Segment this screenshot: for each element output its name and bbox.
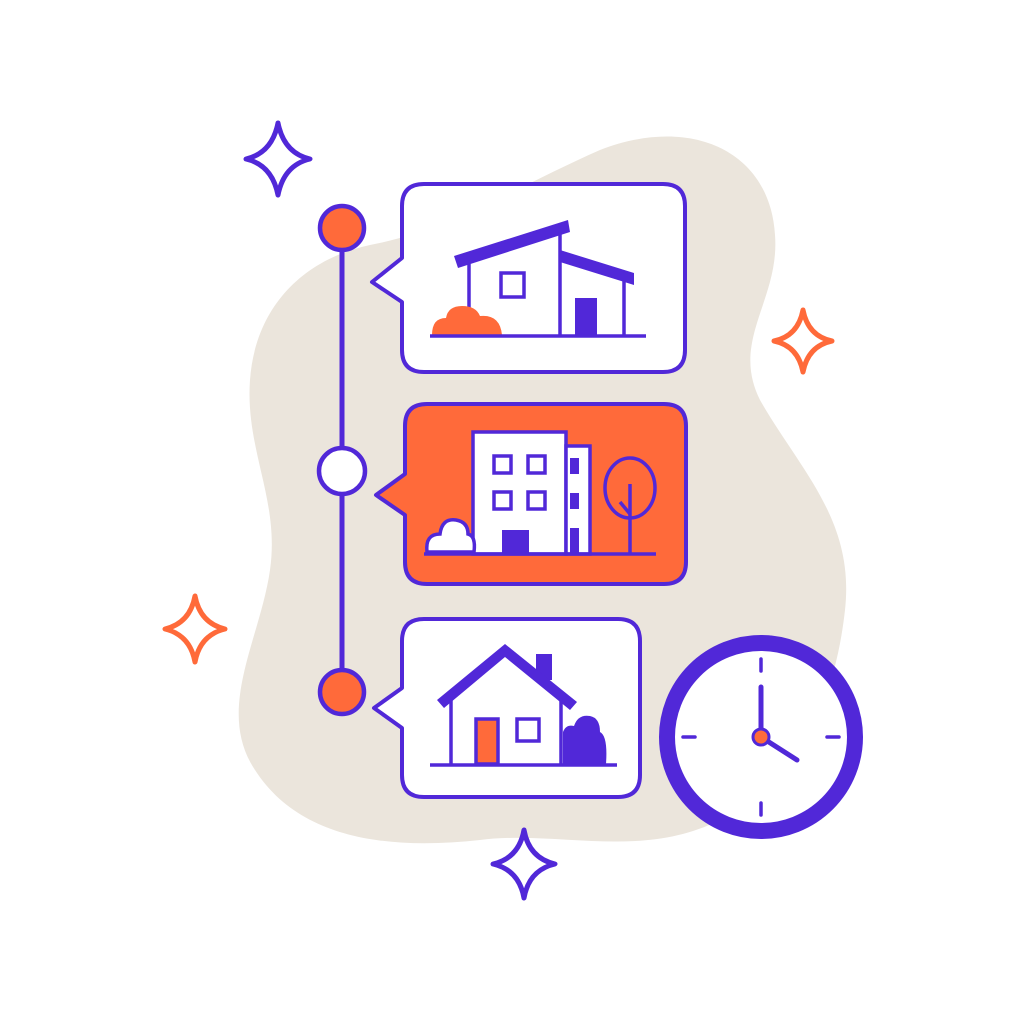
sparkle-left-icon — [162, 593, 228, 665]
card-apartment-building — [374, 402, 688, 586]
sparkle-right-icon — [771, 307, 835, 375]
card-family-house — [372, 617, 642, 799]
modern-house-icon — [430, 220, 646, 338]
sparkle-bottom-icon — [490, 827, 558, 901]
timeline-node-middle — [316, 445, 368, 497]
sparkle-top-left-icon — [243, 120, 313, 198]
clock-icon — [659, 635, 863, 839]
card-modern-house — [370, 182, 687, 374]
timeline-node-top — [317, 203, 367, 253]
timeline-node-bottom — [317, 667, 367, 717]
family-house-icon — [430, 644, 617, 767]
apartment-building-icon — [424, 430, 657, 556]
